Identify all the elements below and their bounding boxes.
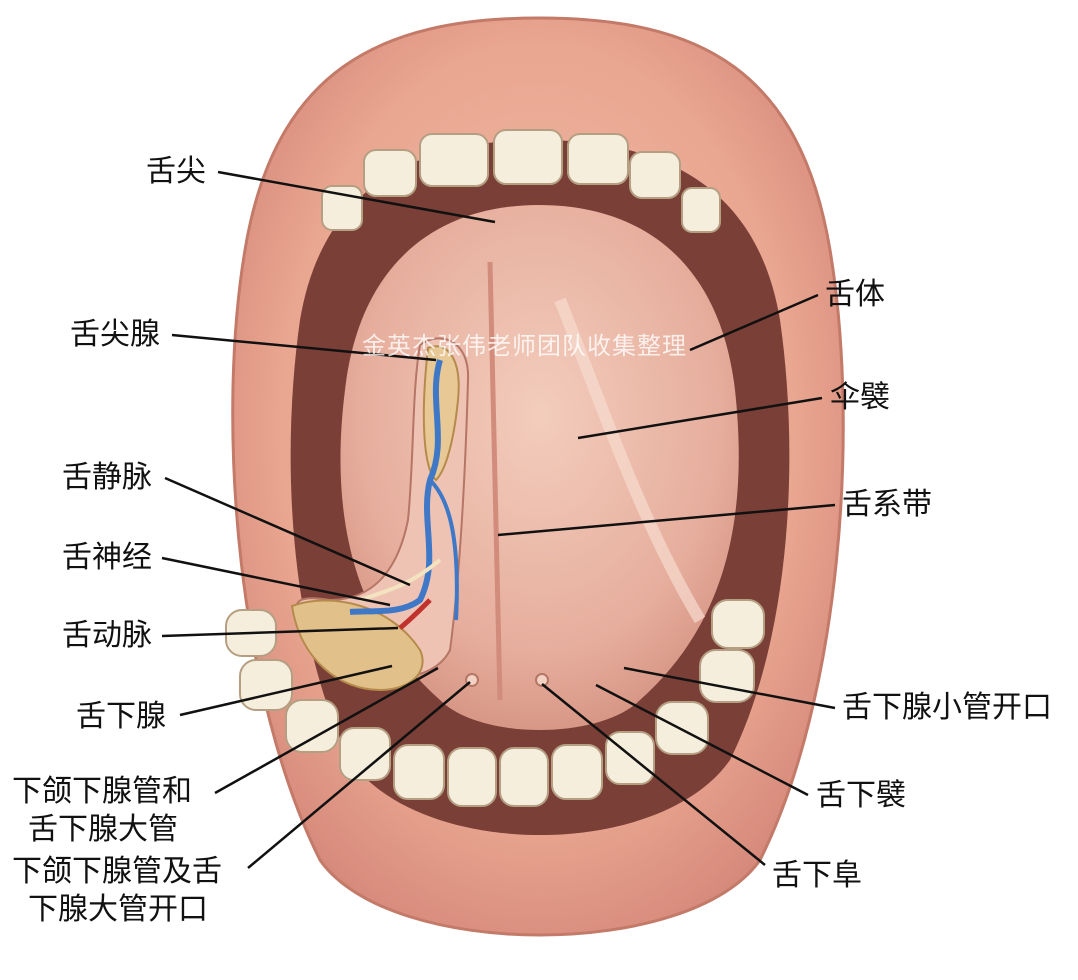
label-minor-duct-openings: 舌下腺小管开口 (842, 688, 1052, 728)
label-sublingual-fold: 舌下襞 (816, 776, 906, 816)
label-caruncle: 舌下阜 (772, 856, 862, 896)
label-ducts-line2: 舌下腺大管 (28, 810, 178, 850)
label-deep-lingual-vein: 舌静脉 (62, 458, 152, 498)
label-sublingual-gland: 舌下腺 (76, 697, 166, 737)
label-frenulum: 舌系带 (842, 485, 932, 525)
label-openings-line1: 下颌下腺管及舌 (12, 852, 222, 892)
label-ducts-line1: 下颌下腺管和 (12, 772, 192, 812)
watermark: 金英杰张伟老师团队收集整理 (362, 326, 687, 361)
label-fimbriated-fold: 伞襞 (830, 378, 890, 418)
label-openings-line2: 下腺大管开口 (28, 890, 208, 930)
label-apical-gland: 舌尖腺 (70, 315, 160, 355)
label-tongue-body: 舌体 (825, 275, 885, 315)
label-tongue-tip: 舌尖 (146, 152, 206, 192)
label-lingual-artery: 舌动脉 (62, 616, 152, 656)
label-lingual-nerve: 舌神经 (62, 538, 152, 578)
